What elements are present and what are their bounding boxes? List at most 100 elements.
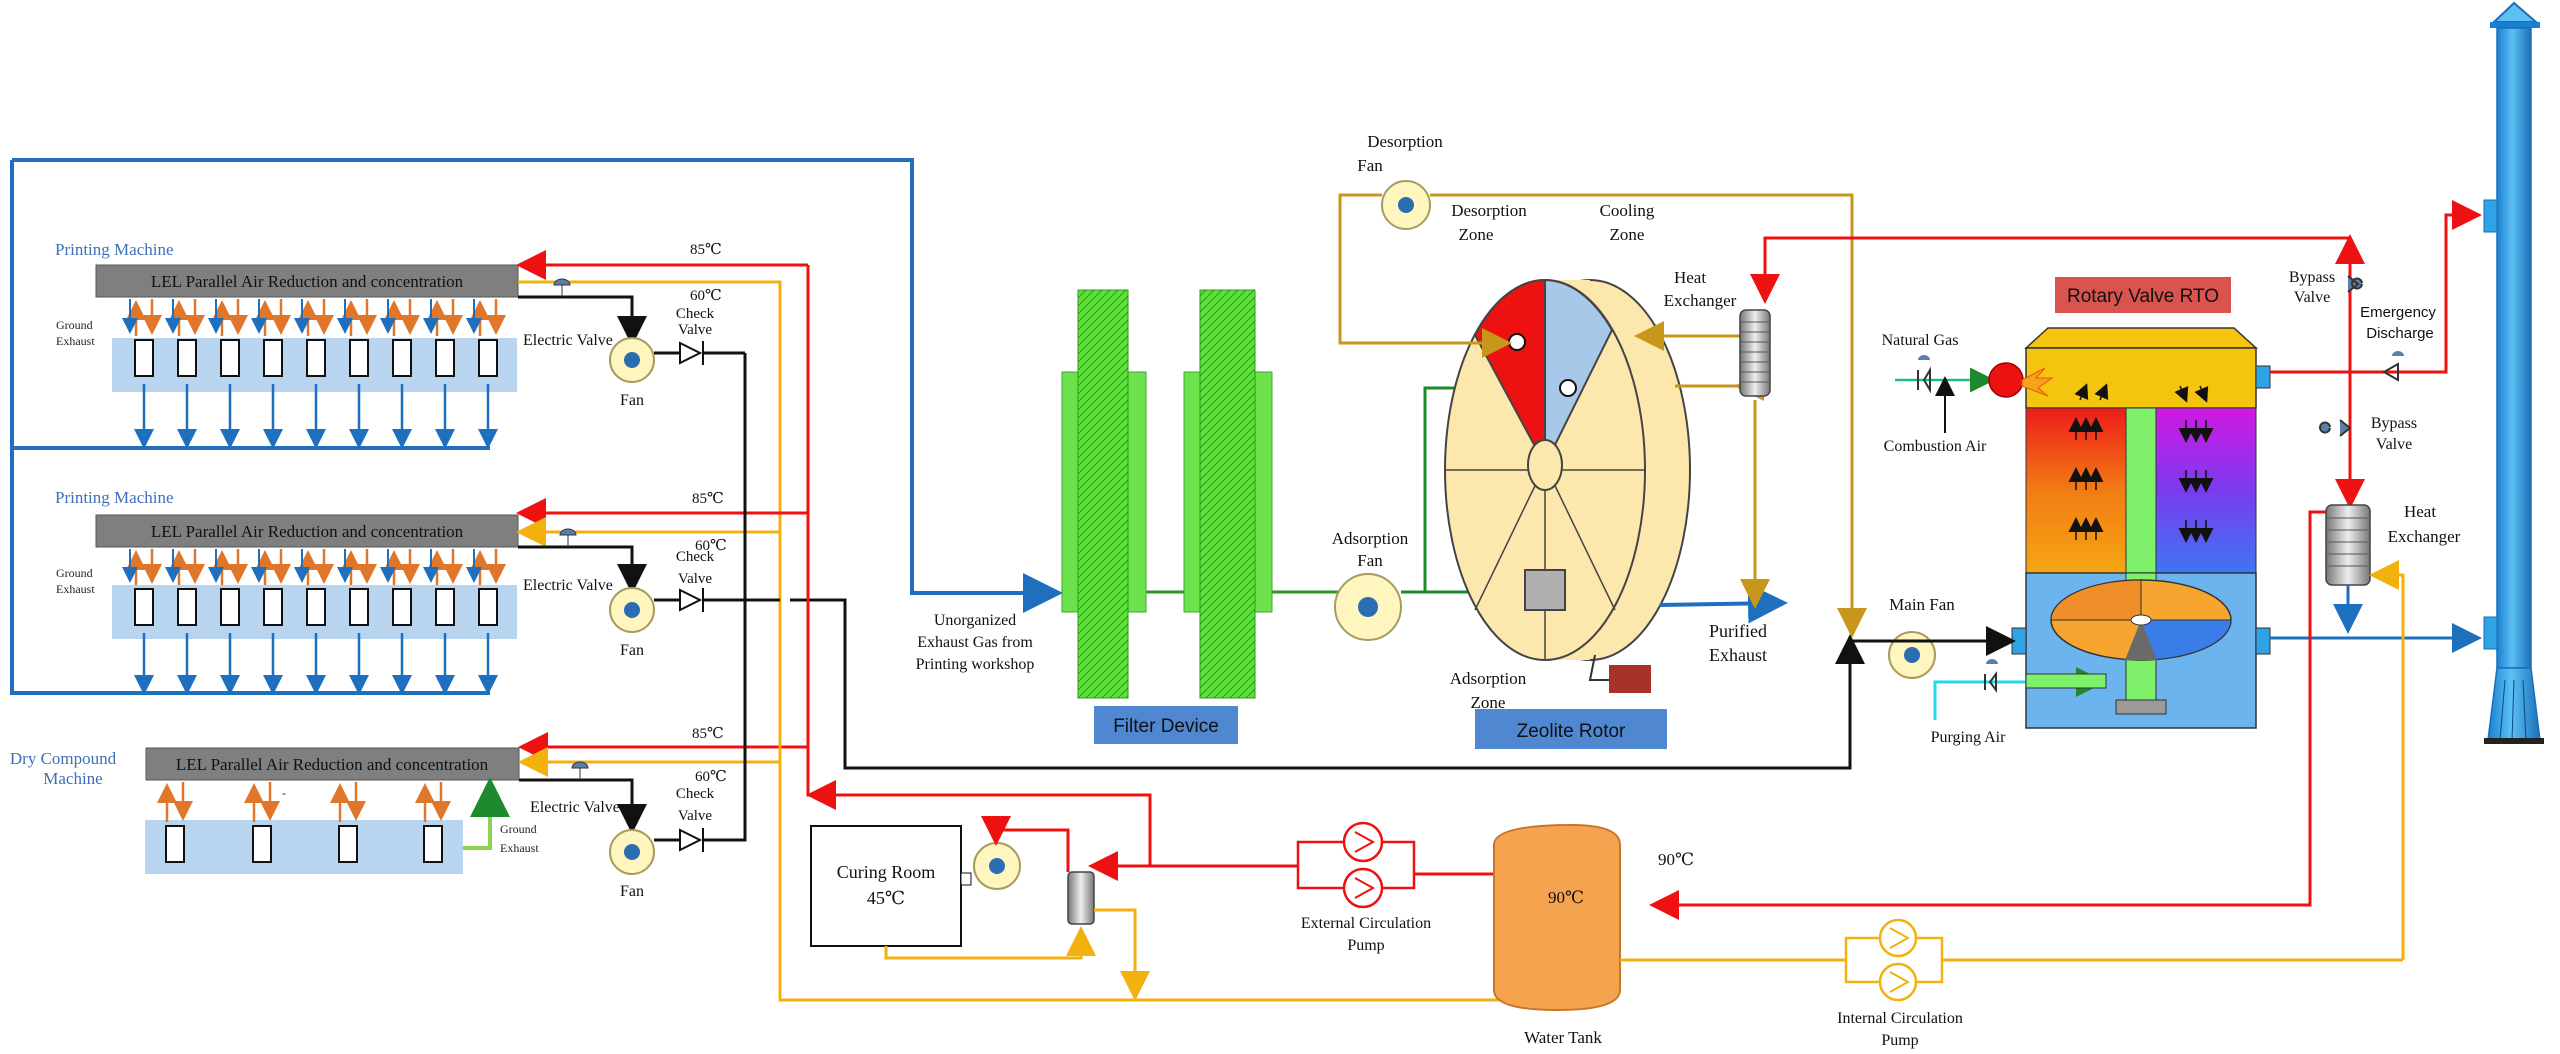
bypass-valve-top-icon[interactable]	[2347, 275, 2363, 293]
ground-exhaust-label-1: Ground	[500, 822, 537, 836]
check-valve-icon[interactable]	[679, 828, 704, 852]
unit-cartridge	[349, 588, 369, 626]
unit-cartridge	[177, 588, 197, 626]
check-valve-icon[interactable]	[679, 588, 704, 612]
machine-unit	[380, 549, 420, 695]
rotor-motor	[1609, 665, 1651, 693]
internal-pump: Internal Circulation Pump	[1620, 918, 2403, 1049]
heat-exchanger-rotor: Heat Exchanger	[1664, 268, 1771, 397]
machine-unit	[466, 299, 506, 449]
machine-title-1: Dry Compound	[10, 749, 117, 768]
machine-title: Printing Machine	[55, 488, 174, 507]
machine-unit	[244, 782, 280, 863]
desorption-zone-label-1: Desorption	[1451, 201, 1527, 220]
rotor-drive-box	[1524, 569, 1566, 611]
adsorption-zone-label-2: Zone	[1471, 693, 1506, 712]
gas-valve-icon[interactable]	[1917, 355, 1931, 394]
natural-gas-label: Natural Gas	[1882, 332, 1959, 349]
electric-valve-icon[interactable]	[571, 761, 589, 780]
water-tank-temp-inside: 90℃	[1548, 888, 1584, 907]
curing-room-temp: 45℃	[867, 888, 905, 908]
unit-cartridge	[423, 825, 443, 863]
heat-exchanger-rto-icon	[2325, 504, 2371, 586]
electric-valve-icon[interactable]	[553, 278, 571, 297]
machine-unit	[157, 782, 193, 863]
heat-exchanger-label-1: Heat	[1674, 268, 1706, 287]
filter-device-box	[1094, 706, 1238, 744]
unit-cartridge	[306, 588, 326, 626]
main-fan: Main Fan	[1850, 595, 2016, 679]
machine-unit	[294, 299, 334, 449]
burner-assembly: Natural Gas Combustion Air	[1882, 332, 2054, 455]
desorption-sector	[1473, 278, 1546, 466]
fan-hub	[624, 844, 640, 860]
warm-header	[778, 740, 1500, 1002]
desorption-zone-label-2: Zone	[1459, 225, 1494, 244]
curing-room: Curing Room 45℃	[810, 816, 1150, 1001]
dry-compound-machine: Dry Compound Machine LEL Parallel Air Re…	[10, 353, 808, 900]
temp-60: 60℃	[690, 288, 722, 304]
chimney	[2483, 1, 2544, 744]
electric-valve-icon[interactable]	[559, 528, 577, 547]
machine-unit	[165, 549, 205, 695]
heat-exchanger-label-2: Exchanger	[1664, 291, 1737, 310]
internal-pump-icon-1[interactable]	[1878, 918, 1918, 958]
external-pump-icon-2[interactable]	[1342, 867, 1384, 909]
temp-60: 60℃	[695, 769, 727, 785]
curing-fan-hub	[989, 858, 1005, 874]
machine-unit	[251, 299, 291, 449]
unit-cartridge	[177, 339, 197, 377]
internal-pump-label-2: Pump	[1881, 1032, 1918, 1049]
water-tank: 90℃ 90℃ Water Tank	[1493, 823, 1694, 1047]
external-pump: External Circulation Pump	[1150, 821, 1494, 954]
cooling-zone-label-2: Zone	[1610, 225, 1645, 244]
ground-exhaust-label-2: Exhaust	[56, 334, 95, 348]
hot-return	[806, 780, 1152, 866]
machine-unit	[251, 549, 291, 695]
lel-bar	[95, 264, 519, 298]
curing-room-box	[810, 825, 962, 947]
desorption-fan-hub	[1398, 197, 1414, 213]
bypass-valve-mid-icon[interactable]	[2319, 419, 2352, 437]
emergency-valve-icon[interactable]	[2381, 351, 2404, 382]
unorganized-label-1: Unorganized	[934, 612, 1016, 629]
check-valve-label-2: Valve	[678, 322, 712, 338]
external-pump-icon-1[interactable]	[1342, 821, 1384, 863]
unit-cartridge	[349, 339, 369, 377]
filter-device: Filter Device	[1061, 289, 1340, 744]
check-valve-icon[interactable]	[679, 341, 704, 365]
unit-cartridge	[134, 339, 154, 377]
machine-unit	[208, 299, 248, 449]
unit-cartridge	[435, 339, 455, 377]
printing-machine-2: Printing Machine LEL Parallel Air Reduct…	[55, 488, 1850, 770]
emergency-discharge-label-2: Discharge	[2366, 325, 2434, 342]
unit-cartridge	[478, 588, 498, 626]
internal-pump-icon-2[interactable]	[1878, 962, 1918, 1002]
rto-title-box	[2055, 277, 2231, 313]
machine-unit	[165, 299, 205, 449]
filter-panel-1-front	[1077, 289, 1129, 699]
unorganized-label-2: Exhaust Gas from	[917, 634, 1033, 651]
machine-title-2: Machine	[43, 769, 102, 788]
emergency-discharge-label-1: Emergency	[2360, 304, 2436, 321]
purging-valve-icon[interactable]	[1984, 659, 1998, 693]
zeolite-rotor: Desorption Zone Cooling Zone Adsorption …	[1444, 201, 1788, 749]
unit-cartridge	[165, 825, 185, 863]
ground-exhaust-label-2: Exhaust	[500, 841, 539, 855]
internal-pump-label-1: Internal Circulation	[1837, 1010, 1963, 1027]
machine-unit	[122, 299, 162, 449]
heat-exchanger-rto-label-1: Heat	[2404, 502, 2436, 521]
machine-unit	[423, 549, 463, 695]
purified-exhaust-label-1: Purified	[1709, 621, 1767, 641]
temp-85: 85℃	[692, 491, 724, 507]
main-fan-label: Main Fan	[1889, 595, 1955, 614]
unit-cartridge	[134, 588, 154, 626]
purging-air: Purging Air	[1931, 659, 2107, 746]
heat-exchanger-icon	[1739, 309, 1771, 397]
electric-valve-label: Electric Valve	[523, 577, 613, 594]
adsorption-fan-label-1: Adsorption	[1332, 529, 1409, 548]
unit-cartridge	[435, 588, 455, 626]
machine-unit	[415, 782, 451, 863]
fan-label: Fan	[620, 392, 644, 409]
